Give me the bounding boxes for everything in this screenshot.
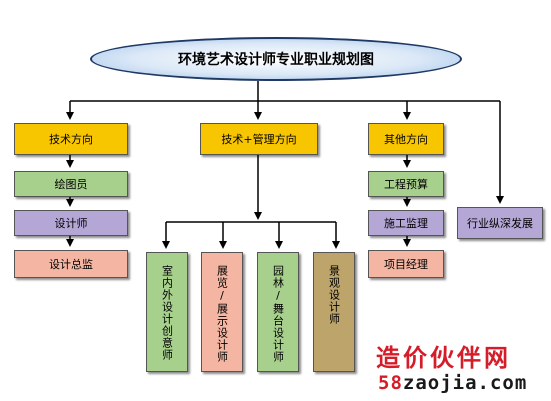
branch-industry-depth: 行业纵深发展 xyxy=(457,207,543,239)
other-step-label: 工程预算 xyxy=(384,178,428,191)
tech-step-drafter: 绘图员 xyxy=(14,171,128,197)
other-step-project-manager: 项目经理 xyxy=(368,250,444,278)
tech-step-design-director: 设计总监 xyxy=(14,250,128,278)
watermark-logo: 造价伙伴网 58zaojia.com xyxy=(372,338,551,398)
branch-other-header: 其他方向 xyxy=(368,123,444,155)
tech-step-label: 设计师 xyxy=(54,217,88,230)
watermark-url: 58zaojia.com xyxy=(378,372,527,394)
watermark-url-number: 58 xyxy=(378,372,403,394)
tech-step-designer: 设计师 xyxy=(14,210,128,236)
techmgmt-role-exhibition-designer: 展览/展示设计师 xyxy=(201,252,243,372)
chart-title: 环境艺术设计师专业职业规划图 xyxy=(90,37,462,81)
watermark-text: 造价伙伴网 xyxy=(376,343,511,372)
techmgmt-role-label: 室内外设计创意师 xyxy=(160,265,174,361)
other-step-label: 项目经理 xyxy=(384,258,428,271)
other-step-construction-supervision: 施工监理 xyxy=(368,210,444,236)
other-step-cost-estimate: 工程预算 xyxy=(368,171,444,197)
tech-step-label: 设计总监 xyxy=(49,258,93,271)
tech-step-label: 绘图员 xyxy=(54,178,88,191)
watermark-url-domain: zaojia.com xyxy=(402,372,528,394)
techmgmt-role-garden-stage-designer: 园林/舞台设计师 xyxy=(257,252,299,372)
branch-techmgmt-header: 技术+管理方向 xyxy=(200,123,318,155)
branch-industry-label: 行业纵深发展 xyxy=(467,217,533,230)
techmgmt-role-label: 园林/舞台设计师 xyxy=(271,265,285,363)
branch-tech-label: 技术方向 xyxy=(49,133,93,146)
other-step-label: 施工监理 xyxy=(384,217,428,230)
techmgmt-role-label: 展览/展示设计师 xyxy=(215,265,229,363)
techmgmt-role-landscape-designer: 景观设计师 xyxy=(313,252,355,372)
techmgmt-role-label: 景观设计师 xyxy=(327,265,341,325)
branch-other-label: 其他方向 xyxy=(384,133,428,146)
branch-techmgmt-label: 技术+管理方向 xyxy=(221,133,297,146)
techmgmt-role-interior-designer: 室内外设计创意师 xyxy=(146,252,188,372)
branch-tech-header: 技术方向 xyxy=(14,123,128,155)
